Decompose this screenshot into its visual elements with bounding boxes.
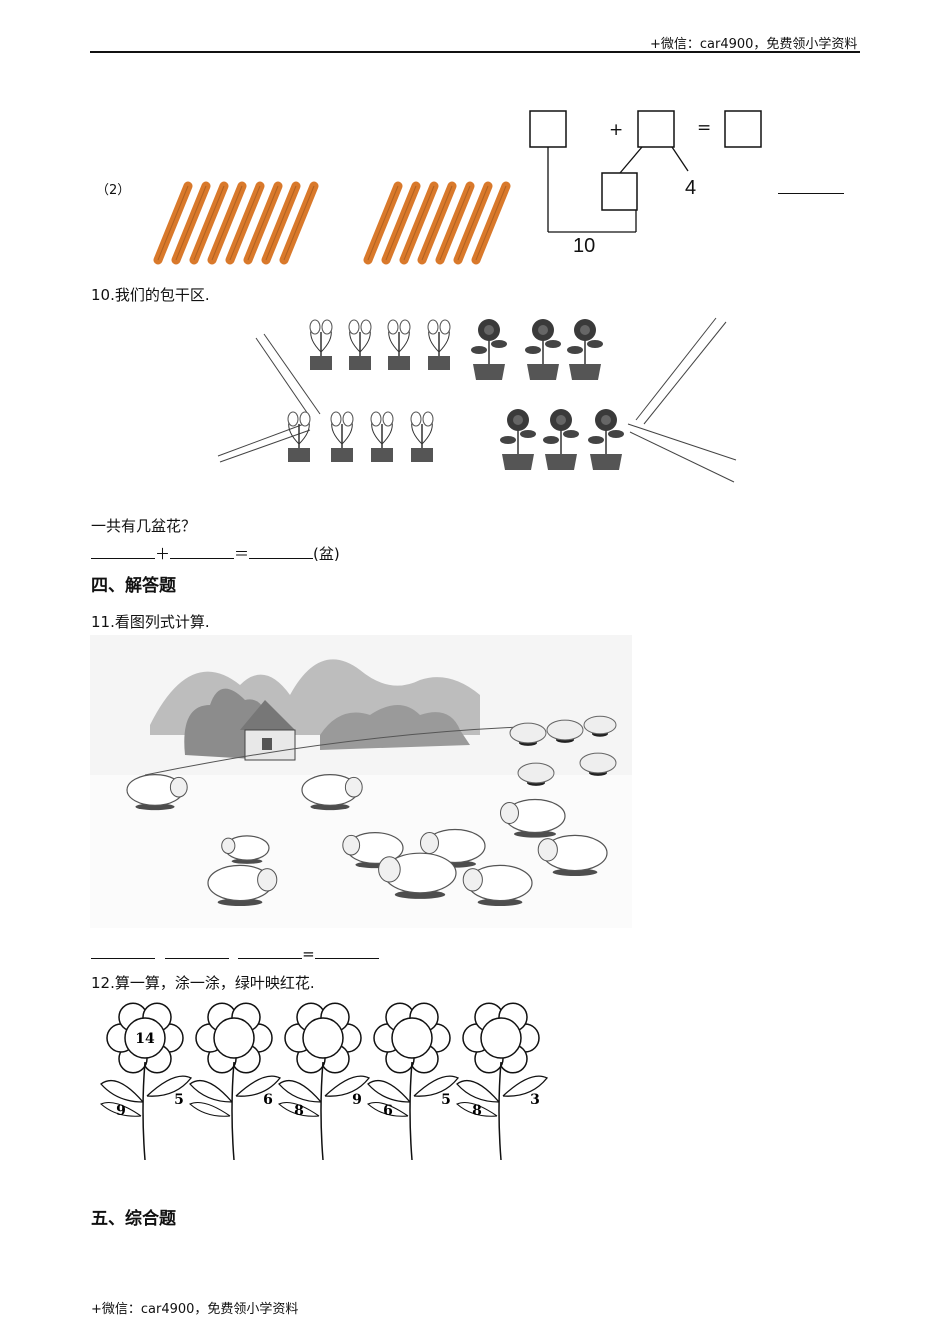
right-leaf-number: 5 [174,1092,184,1108]
puppy [546,719,584,743]
q9-2-label: （2） [96,183,131,198]
q11-title: 11.看图列式计算. [91,613,210,631]
sheep [301,774,363,811]
unit: (盆) [313,545,340,563]
math-flower: 65 [366,1002,460,1161]
tulip-pot [410,411,434,462]
blank-3[interactable] [249,544,314,559]
q10-equation: ＋ ＝ (盆) [91,543,340,564]
sticks-group-right [363,181,511,265]
answer-blank[interactable] [778,193,844,194]
rose-pot [588,409,624,470]
math-flower: 14 9 5 [99,1002,193,1161]
sheep [126,774,188,811]
tulip-pot [370,411,394,462]
header-rule [90,51,860,53]
left-leaf-number: 6 [383,1103,393,1119]
blank-b[interactable] [164,944,229,959]
right-leaf-number: 9 [352,1092,362,1108]
blank-d[interactable] [314,944,379,959]
rose-pot [567,319,603,380]
q12-title: 12.算一算，涂一涂，绿叶映红花. [91,974,315,992]
section5-title: 五、综合题 [91,1209,176,1229]
tulip-pot [348,319,372,370]
sheep-scene-illustration [90,635,632,928]
blank-a[interactable] [91,944,155,959]
q10-title: 10.我们的包干区. [91,286,210,304]
sheep [420,828,486,868]
page-header: +微信：car4900，免费领小学资料 [650,37,858,52]
puppy [583,715,617,737]
rose-pot [500,409,536,470]
tulip-pot [287,411,311,462]
sheep [537,834,608,877]
right-leaf-number: 6 [263,1092,273,1108]
rose-pot [525,319,561,380]
flower-center-number: 14 [135,1031,155,1047]
flower-pots-illustration [217,317,737,483]
number-10: 10 [573,235,596,257]
sheep [378,852,457,899]
puppy [517,762,555,786]
right-leaf-number: 3 [530,1092,540,1108]
rose-pot [543,409,579,470]
plus: ＋ [155,545,171,563]
tulip-pot [427,319,451,370]
equals: = [302,945,315,963]
q10-question: 一共有几盆花？ [91,517,197,535]
tulip-pot [330,411,354,462]
math-flower: 6 [188,1002,282,1161]
math-flower: 89 [277,1002,371,1161]
q11-equation: = [91,944,379,963]
page-footer: +微信：car4900，免费领小学资料 [91,1302,299,1317]
plus-sign: + [609,120,624,140]
sheep [462,864,533,907]
answer-box-1 [529,110,567,148]
section4-title: 四、解答题 [91,576,176,596]
puppy [509,722,547,746]
rose-pot [471,319,507,380]
math-flower: 83 [455,1002,549,1161]
answer-box-2 [637,110,675,148]
left-leaf-number: 9 [116,1103,126,1119]
number-4: 4 [685,177,697,199]
blank-2[interactable] [170,544,235,559]
sticks-group-left [153,181,319,265]
sheep [221,835,270,864]
blank-c[interactable] [238,944,303,959]
sheep [207,864,278,907]
left-leaf-number: 8 [294,1103,304,1119]
blank-1[interactable] [91,544,155,559]
sheep [500,798,566,838]
answer-box-4 [601,172,638,211]
left-leaf-number: 8 [472,1103,482,1119]
tulip-pot [309,319,333,370]
answer-box-3 [724,110,762,148]
equals-sign: = [697,118,712,138]
number-bond-diagram [529,110,762,233]
tulip-pot [387,319,411,370]
puppy [579,752,617,776]
right-leaf-number: 5 [441,1092,451,1108]
equals: ＝ [234,545,250,563]
